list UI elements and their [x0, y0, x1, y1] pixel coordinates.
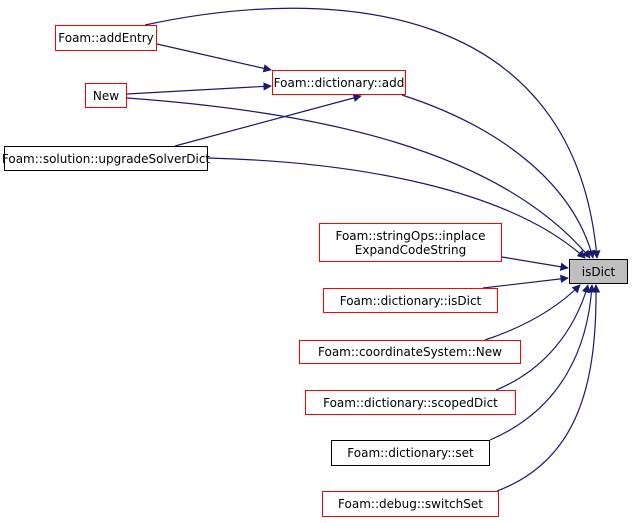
edge-scoped-isdict: [495, 284, 590, 391]
node-inplace-expand-code-string[interactable]: Foam::stringOps::inplace ExpandCodeStrin…: [319, 223, 502, 262]
edge-switchset-isdict: [496, 284, 601, 492]
node-add-entry[interactable]: Foam::addEntry: [55, 25, 157, 51]
edge-upgrade-add: [174, 93, 362, 147]
node-is-dict-current: isDict: [569, 259, 628, 284]
edge-addentry-isdict: [144, 7, 601, 259]
node-upgrade-solver-dict[interactable]: Foam::solution::upgradeSolverDict: [2, 146, 210, 171]
edge-inplace-isdict: [501, 256, 569, 271]
node-dictionary-scoped-dict[interactable]: Foam::dictionary::scopedDict: [305, 390, 516, 415]
node-coordinate-system-new[interactable]: Foam::coordinateSystem::New: [299, 340, 521, 364]
edge-upgrade-isdict: [207, 157, 586, 259]
edge-dictisdict-isdict: [482, 274, 569, 289]
edge-addentry-add: [156, 43, 272, 73]
node-debug-switch-set[interactable]: Foam::debug::switchSet: [322, 491, 499, 517]
edge-coordnew-isdict: [484, 284, 581, 341]
node-new[interactable]: New: [85, 83, 127, 108]
edge-new-add: [126, 82, 272, 95]
edge-new-isdict: [126, 97, 591, 259]
edge-set-isdict: [489, 284, 596, 441]
node-dictionary-is-dict[interactable]: Foam::dictionary::isDict: [323, 288, 498, 313]
node-dictionary-set[interactable]: Foam::dictionary::set: [331, 440, 490, 466]
node-dictionary-add[interactable]: Foam::dictionary::add: [272, 70, 406, 95]
edge-add-isdict: [401, 94, 596, 259]
